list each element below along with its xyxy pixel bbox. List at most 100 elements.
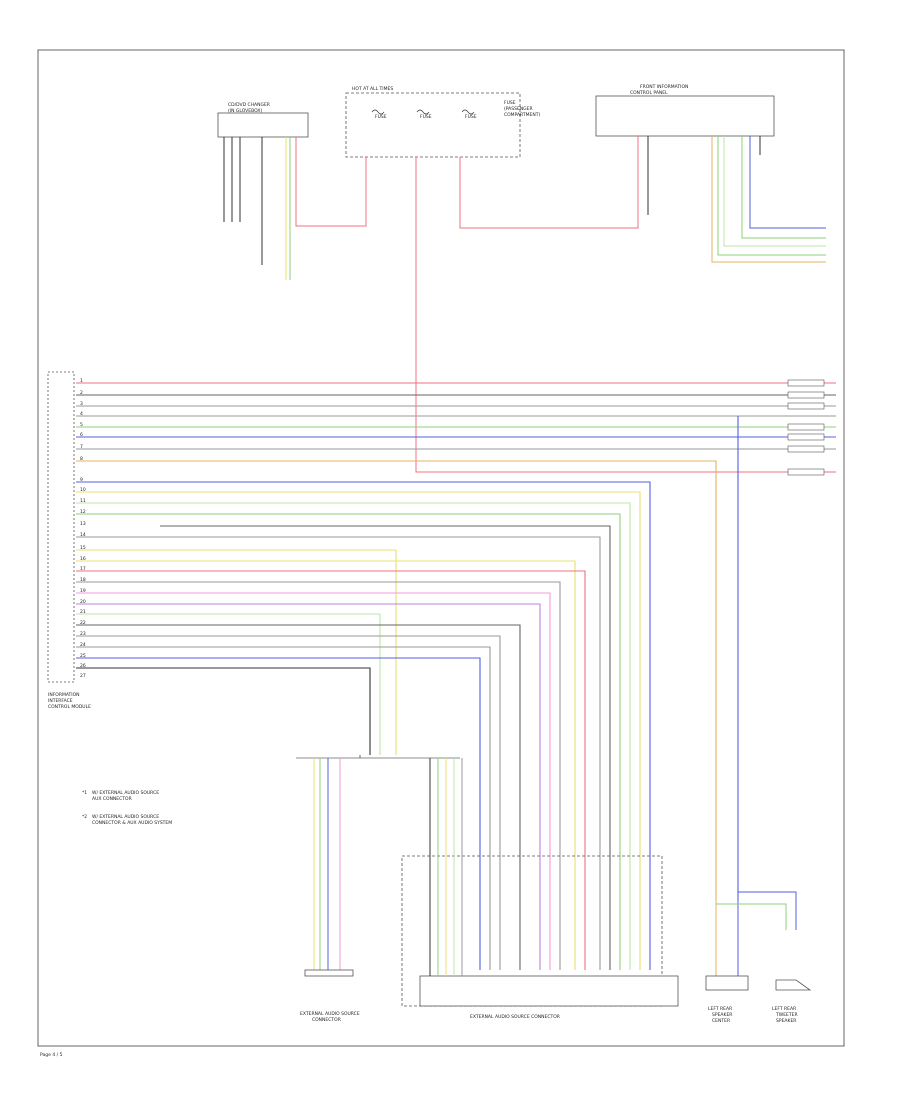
pin-label: 13 [80,521,86,527]
wire-h16 [76,560,576,970]
pin-label: 9 [80,477,83,483]
wire-h11 [76,502,631,970]
wire-fuse-main-red [415,157,836,473]
interface-module: INFORMATION INTERFACE CONTROL MODULE [47,371,91,710]
aux-1-title-1: EXTERNAL AUDIO SOURCE [300,1011,360,1017]
pin-label: 4 [80,411,83,417]
left-speaker-title-3: CENTER [712,1018,730,1024]
front-info-title-1: FRONT INFORMATION [640,84,688,90]
wire-h26 [76,667,371,755]
audio-unit-component: CD/DVD CHANGER (IN GLOVEBOX) [217,102,309,138]
interface-title-1: INFORMATION [48,692,80,698]
pin-label: 10 [80,487,86,493]
aux-1-title-2: CONNECTOR [312,1017,341,1023]
end-tag-3 [787,402,825,410]
wire-h18 [76,581,561,970]
right-speaker-title-1: LEFT REAR [772,1006,796,1012]
pin-label: 14 [80,532,86,538]
wire-fuse-red [459,136,639,229]
note-2-text-1: W/ EXTERNAL AUDIO SOURCE [92,814,159,820]
pin-label: 24 [80,642,86,648]
pin-label: 7 [80,444,83,450]
pin-label: 11 [80,498,86,504]
wire-front-blue [749,136,826,229]
rear-speakers: LEFT REAR SPEAKER CENTER LEFT REAR TWEET… [705,891,812,1024]
pin-label: 19 [80,588,86,594]
wire-h23 [76,635,501,970]
pin-label: 21 [80,609,86,615]
wire-h22 [76,624,521,970]
pin-label: 20 [80,599,86,605]
pin-label: 3 [80,401,83,407]
pin-label: 12 [80,509,86,515]
note-1-text-2: AUX CONNECTOR [92,796,132,802]
fuse-symbol-1 [371,109,385,115]
left-speaker-title-1: LEFT REAR [708,1006,732,1012]
left-speaker-title-2: SPEAKER [712,1012,732,1018]
pin-label: 22 [80,620,86,626]
aux-2-title: EXTERNAL AUDIO SOURCE CONNECTOR [470,1014,560,1020]
page-label: Page 4 / 5 [40,1052,63,1058]
interface-module-box [47,371,75,683]
top-wires [223,136,836,473]
wire-h21 [76,613,381,755]
wire-front-lgreen [723,136,826,247]
spk-r-wire-blue [738,891,797,930]
pin-label: 18 [80,577,86,583]
note-2-marker: *2 [82,814,87,820]
spk-r-wire-green [716,903,787,930]
diagram-frame [37,49,845,1047]
fuse-block-title-1: HOT AT ALL TIMES [352,86,393,92]
wire-front-green [717,136,826,256]
wire-h15 [76,549,397,755]
pin-label: 1 [80,378,83,384]
wire-h19 [76,592,551,970]
end-tag-1 [787,379,825,387]
wire-h8 [76,460,717,900]
fuse-label-3: FUSE [465,114,477,120]
fuse-label-1: FUSE [375,114,387,120]
wire-h25 [76,657,481,970]
harness-lines [76,382,836,970]
aux-2-plug [419,975,679,1007]
wire-h24 [76,646,491,970]
fuse-block-title-3: (PASSENGER [504,106,533,112]
end-tag-5 [787,433,825,441]
wire-front-orange [711,136,826,263]
fuse-block-title-4: COMPARTMENT) [504,112,540,118]
audio-unit-box [217,112,309,138]
pin-label: 16 [80,556,86,562]
interface-title-2: INTERFACE [48,698,73,704]
fuse-label-2: FUSE [420,114,432,120]
pin-label: 6 [80,432,83,438]
pin-label: 26 [80,663,86,669]
interface-title-3: CONTROL MODULE [48,704,91,710]
end-tag-4 [787,423,825,431]
front-info-title-2: CONTROL PANEL [630,90,668,96]
wire-front-green-2 [741,136,826,239]
pin-label: 25 [80,653,86,659]
pin-label: 5 [80,422,83,428]
aux-connector-2: EXTERNAL AUDIO SOURCE CONNECTOR [401,758,679,1020]
right-speaker-title-3: SPEAKER [776,1018,796,1024]
note-1-marker: *1 [82,790,87,796]
notes: *1 W/ EXTERNAL AUDIO SOURCE AUX CONNECTO… [82,790,172,826]
wire-h20 [76,603,541,970]
wire-h13 [160,525,611,970]
wire-audio-red [295,137,367,227]
pin-label: 15 [80,545,86,551]
fuse-symbol-3 [461,109,475,115]
fuse-block-box [345,92,521,158]
pin-label-group: 1234567891011121314151617181920212223242… [80,378,86,679]
note-1-text-1: W/ EXTERNAL AUDIO SOURCE [92,790,159,796]
fuse-symbol-2 [416,109,430,115]
aux-1-plug [304,969,354,977]
wire-h9 [76,481,651,970]
front-info-panel-component: FRONT INFORMATION CONTROL PANEL [595,84,775,137]
pin-label: 17 [80,566,86,572]
front-info-panel-box [595,95,775,137]
pin-label: 2 [80,390,83,396]
pin-label: 8 [80,456,83,462]
left-speaker-box [705,975,749,991]
